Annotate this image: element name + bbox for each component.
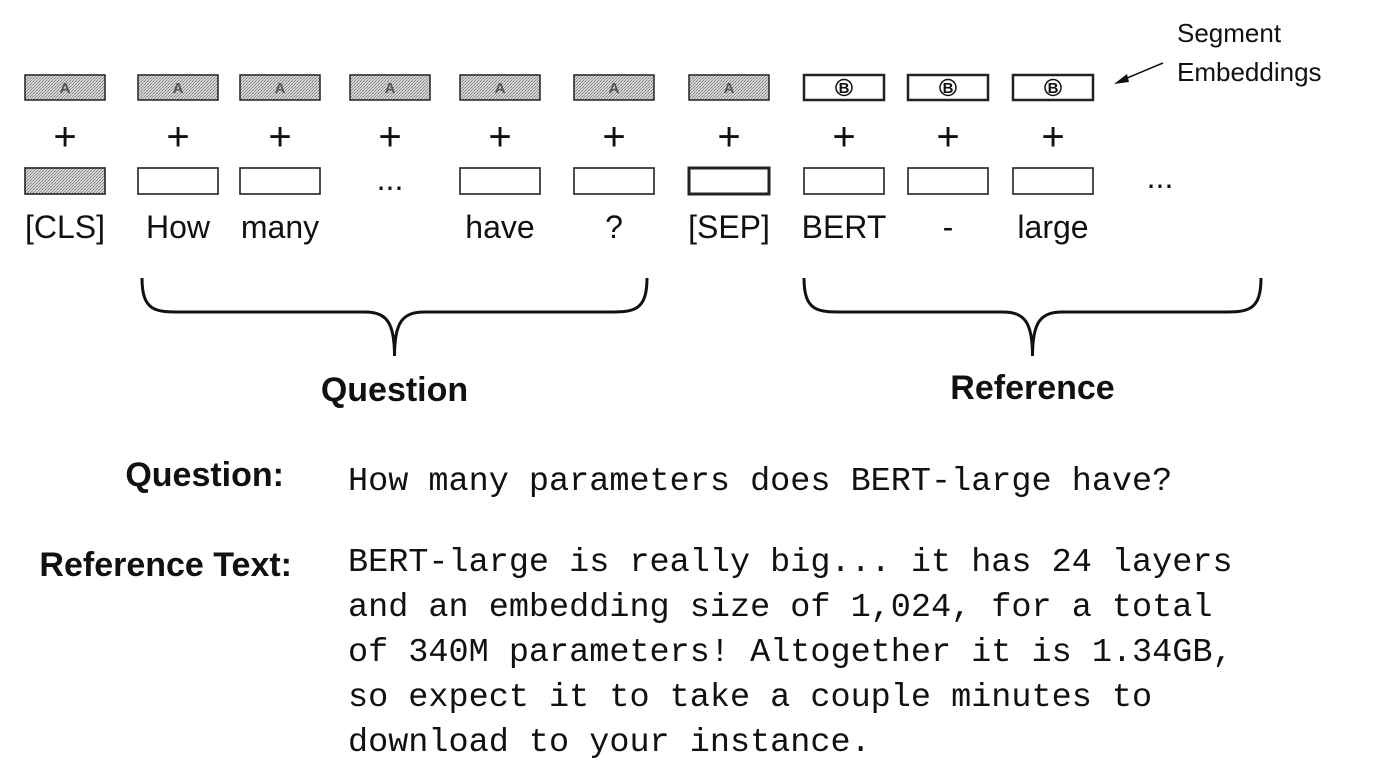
token-embedding-box: [1012, 167, 1094, 195]
segment-letter-ring: [835, 78, 853, 97]
segment-letter: A: [385, 80, 396, 97]
segment-letter-ring: [939, 78, 957, 97]
plus-sign: +: [832, 115, 855, 159]
segment-letter: B: [943, 80, 954, 97]
segment-a-embedding: [349, 74, 431, 101]
segment-a-embedding: [573, 74, 655, 101]
token-embedding-box: [137, 167, 219, 195]
tokens-layer: A + [CLS] A + How A + many A +... A + have A +? A + [SEP] B…: [24, 73, 1174, 245]
token-bert: BERT: [802, 209, 887, 245]
segment-a-embedding: [459, 74, 541, 101]
token-column: A + [SEP]: [687, 74, 771, 245]
question-label: Question:: [125, 456, 284, 494]
segment-a-embedding: [688, 74, 770, 101]
plus-sign: +: [717, 115, 740, 159]
reference-group-label: Reference: [950, 369, 1114, 407]
reference-text-line: BERT-large is really big... it has 24 la…: [348, 544, 1233, 582]
token-column: B + BERT: [802, 73, 887, 245]
token-symbol: ?: [605, 209, 623, 245]
segment-embeddings-arrowhead: [1114, 74, 1129, 84]
token-symbol: -: [943, 209, 954, 245]
segment-letter: A: [173, 80, 184, 97]
token-embedding-box: [573, 167, 655, 195]
token-embedding-box: [459, 167, 541, 195]
token-embedding-box: [803, 167, 885, 195]
token-large: large: [1017, 209, 1088, 245]
token-embedding-diagram: Segment Embeddings A + [CLS] A + How A + many A +.…: [24, 18, 1322, 409]
reference-text-label: Reference Text:: [39, 546, 292, 584]
reference-text-line: so expect it to take a couple minutes to: [348, 679, 1153, 717]
segment-letter: A: [724, 80, 735, 97]
plus-sign: +: [166, 115, 189, 159]
plus-sign: +: [488, 115, 511, 159]
token-column: A + many: [239, 74, 321, 245]
token-column: A + have: [459, 74, 541, 245]
token-how: How: [146, 209, 211, 245]
token-embedding-box: [907, 167, 989, 195]
segment-letter: A: [609, 80, 620, 97]
plus-sign: +: [268, 115, 291, 159]
segment-a-embedding: [239, 74, 321, 101]
token-have: have: [465, 209, 534, 245]
question-brace: [140, 277, 649, 357]
braces-layer: Question Reference: [140, 277, 1263, 409]
segment-a-embedding: [24, 74, 106, 101]
token-cls: [CLS]: [25, 209, 105, 245]
token-column: A +?: [573, 74, 655, 245]
plus-sign: +: [1041, 115, 1064, 159]
segment-a-embedding: [137, 74, 219, 101]
question-text: How many parameters does BERT-large have…: [348, 463, 1173, 501]
token-column: B + large: [1011, 73, 1095, 245]
token-embedding-box: [239, 167, 321, 195]
plus-sign: +: [53, 115, 76, 159]
reference-brace: [802, 277, 1263, 357]
reference-text-line: and an embedding size of 1,024, for a to…: [348, 589, 1213, 627]
segment-letter: A: [60, 80, 71, 97]
reference-text-line: download to your instance.: [348, 724, 871, 762]
token-column: B + -: [906, 73, 990, 245]
token-column: A + [CLS]: [24, 74, 106, 245]
token-sep: [SEP]: [688, 209, 770, 245]
token-embedding-box: [687, 166, 771, 196]
segment-embeddings-label-line2: Embeddings: [1177, 57, 1322, 87]
plus-sign: +: [602, 115, 625, 159]
segment-embeddings-label-line1: Segment: [1177, 18, 1282, 48]
trailing-ellipsis: ...: [1147, 159, 1174, 195]
segment-letter: A: [495, 80, 506, 97]
plus-sign: +: [378, 115, 401, 159]
token-column: A + How: [137, 74, 219, 245]
token-embedding-box: [24, 167, 106, 195]
segment-letter-ring: [1044, 78, 1062, 97]
question-group-label: Question: [321, 371, 468, 409]
token-many: many: [241, 209, 319, 245]
segment-letter: B: [839, 80, 850, 97]
segment-letter: A: [275, 80, 286, 97]
segment-letter: B: [1048, 80, 1059, 97]
token-column: A +...: [349, 74, 431, 197]
plus-sign: +: [936, 115, 959, 159]
token-ellipsis: ...: [377, 161, 404, 197]
reference-text-line: of 340M parameters! Altogether it is 1.3…: [348, 634, 1233, 672]
